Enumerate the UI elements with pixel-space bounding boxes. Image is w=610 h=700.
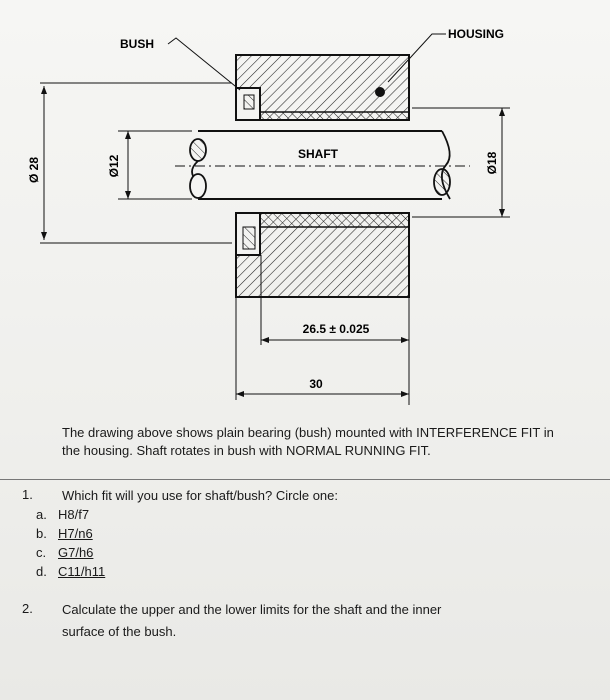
option-d-letter: d. [36,564,47,579]
option-c[interactable]: c. G7/h6 [36,544,93,562]
problem-statement: The drawing above shows plain bearing (b… [62,424,592,460]
option-d-text: C11/h11 [58,564,106,579]
length-30-text: 30 [309,377,323,391]
question-2-line-2: surface of the bush. [62,624,177,639]
option-a-letter: a. [36,507,47,522]
bush-leader [167,37,241,91]
shaft-label: SHAFT [298,147,339,161]
option-c-text: G7/h6 [58,545,94,560]
problem-line-1: The drawing above shows plain bearing (b… [62,425,554,440]
shaft [175,130,470,200]
dia12-text: Ø12 [107,154,121,177]
housing-upper [235,54,410,121]
bush-label: BUSH [120,37,154,51]
dia18-text: Ø18 [485,151,499,174]
dim-dia12: Ø12 [107,130,192,200]
option-a[interactable]: a. H8/f7 [36,506,89,524]
divider [0,479,610,480]
bush-upper [235,87,410,121]
length-26-5-text: 26.5 ± 0.025 [303,322,370,336]
housing-fastener-mark [375,87,385,97]
question-2-number: 2. [22,601,33,616]
option-b[interactable]: b. H7/n6 [36,525,93,543]
option-c-letter: c. [36,545,47,560]
option-b-text: H7/n6 [58,526,93,541]
housing-label: HOUSING [448,27,504,41]
option-a-text: H8/f7 [58,507,90,522]
question-2-text: Calculate the upper and the lower limits… [62,599,512,643]
problem-line-2: the housing. Shaft rotates in bush with … [62,443,431,458]
option-d[interactable]: d. C11/h11 [36,563,105,581]
bearing-drawing: BUSH HOUSING SHAFT Ø 28 Ø12 Ø18 26.5 ± 0… [27,27,510,405]
dim-dia28: Ø 28 [27,82,232,244]
bush-lower [235,212,410,256]
question-1-text: Which fit will you use for shaft/bush? C… [62,488,339,503]
question-1-number: 1. [22,487,33,502]
housing-leader [387,33,446,83]
question-2-line-1: Calculate the upper and the lower limits… [62,602,442,617]
dim-dia18: Ø18 [412,107,510,218]
option-b-letter: b. [36,526,47,541]
dia28-text: Ø 28 [27,157,41,183]
dim-length-26-5: 26.5 ± 0.025 [260,255,410,405]
dim-length-30: 30 [235,297,409,400]
